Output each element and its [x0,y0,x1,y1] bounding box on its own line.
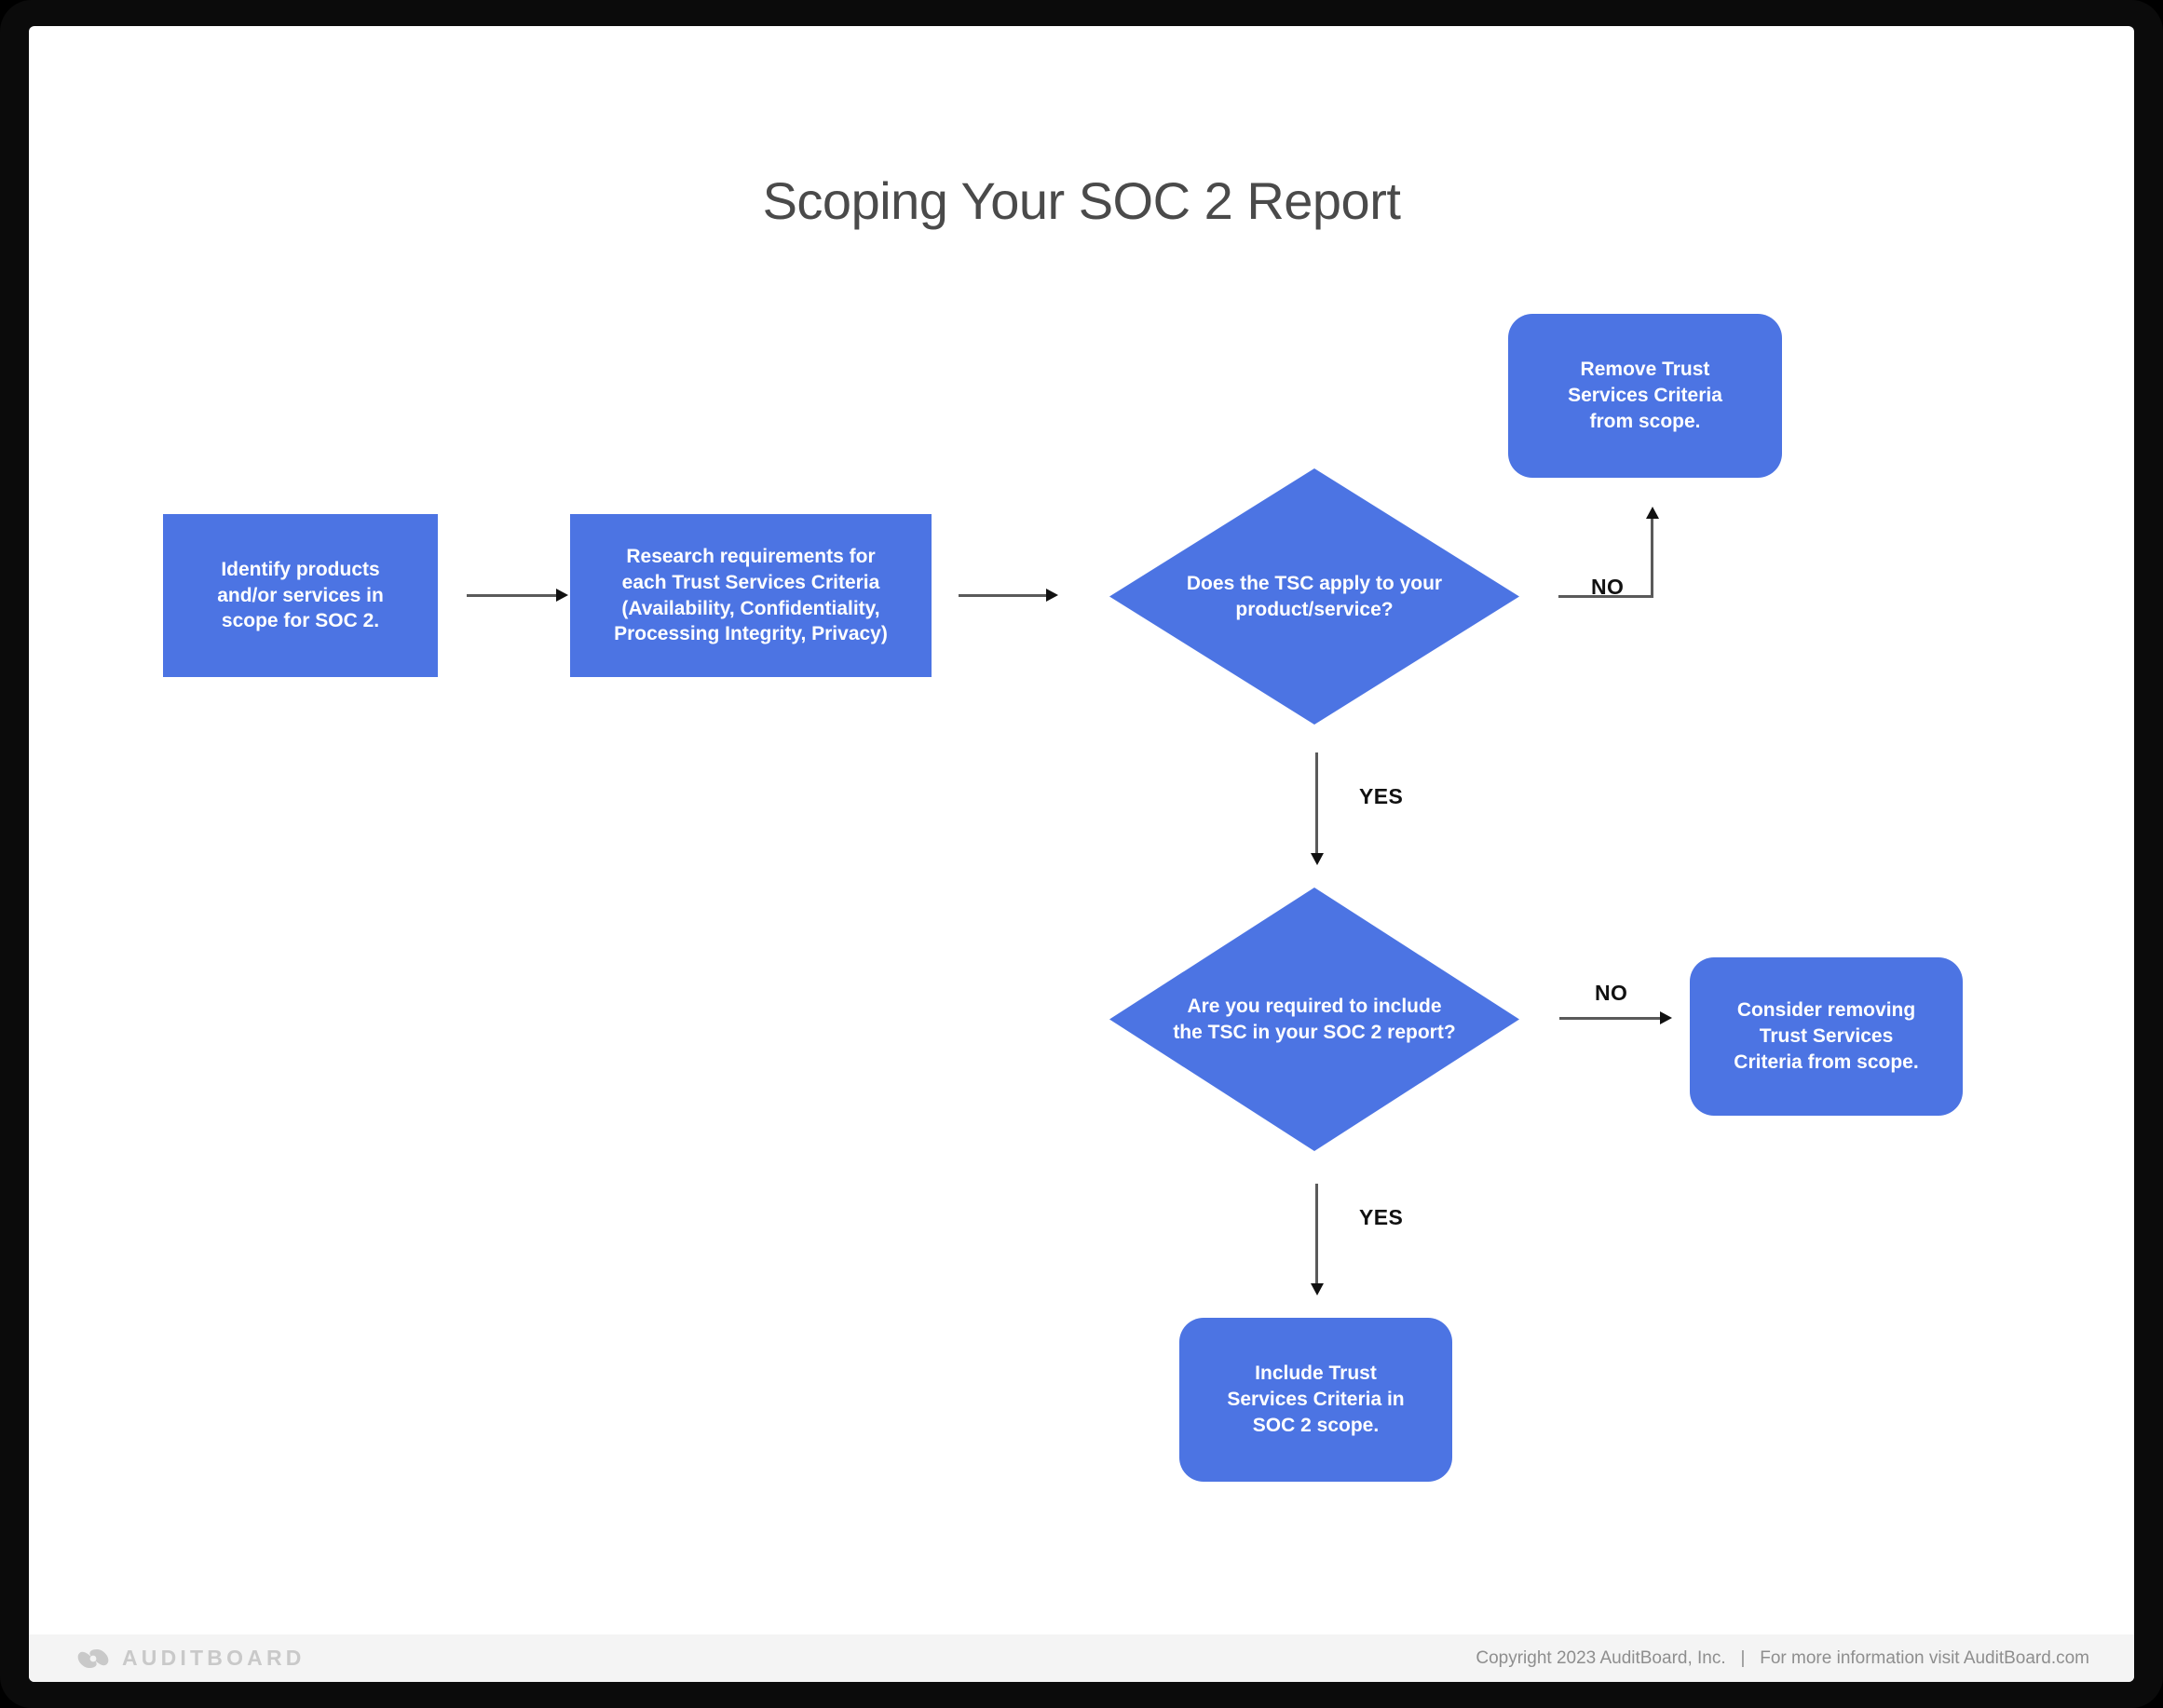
connector-d2-no-arrowhead [1660,1011,1672,1024]
node-identify-products-label: Identify products and/or services in sco… [217,558,384,632]
decision-required-include-label: Are you required to include the TSC in y… [1173,995,1456,1043]
node-research-requirements[interactable]: Research requirements for each Trust Ser… [570,514,932,677]
auditboard-lens-icon [77,1648,109,1668]
footer-copyright: Copyright 2023 AuditBoard, Inc. | For mo… [1476,1647,2089,1668]
node-consider-removing-label: Consider removing Trust Services Criteri… [1734,999,1919,1073]
node-remove-tsc[interactable]: Remove Trust Services Criteria from scop… [1508,314,1782,478]
edge-label-yes-bottom: YES [1359,1205,1404,1229]
connector-d1-no-vertical [1651,518,1653,598]
edge-label-yes-top: YES [1359,784,1404,808]
edge-label-no-top: NO [1591,575,1625,599]
node-consider-removing[interactable]: Consider removing Trust Services Criteri… [1690,957,1963,1116]
decision-tsc-apply-label: Does the TSC apply to your product/servi… [1186,572,1443,620]
connector-d1-no-horizontal [1558,595,1653,598]
node-include-tsc[interactable]: Include Trust Services Criteria in SOC 2… [1179,1318,1452,1482]
diagram-canvas: Scoping Your SOC 2 Report Identify produ… [29,26,2134,1682]
connector-d1-yes-arrowhead [1311,853,1324,865]
connector-d2-yes-arrowhead [1311,1283,1324,1295]
footer-bar: AUDITBOARD Copyright 2023 AuditBoard, In… [29,1634,2134,1682]
node-remove-tsc-label: Remove Trust Services Criteria from scop… [1568,359,1722,432]
connector-n1-n2-arrowhead [556,589,568,602]
node-include-tsc-label: Include Trust Services Criteria in SOC 2… [1227,1362,1405,1436]
auditboard-wordmark: AUDITBOARD [122,1646,306,1670]
auditboard-logo: AUDITBOARD [77,1646,306,1672]
connector-n2-d1-arrowhead [1046,589,1058,602]
node-identify-products[interactable]: Identify products and/or services in sco… [163,514,438,677]
page-title: Scoping Your SOC 2 Report [762,171,1401,230]
connector-d2-yes-vertical [1315,1184,1318,1286]
connector-d1-yes-vertical [1315,752,1318,855]
connector-n2-d1 [959,594,1048,597]
edge-label-no-bottom: NO [1595,981,1628,1005]
node-research-requirements-label: Research requirements for each Trust Ser… [614,546,888,645]
connector-d2-no-horizontal [1559,1017,1662,1020]
decision-tsc-apply[interactable]: Does the TSC apply to your product/servi… [1109,468,1519,725]
connector-d1-no-arrowhead [1646,507,1659,519]
connector-n1-n2 [467,594,558,597]
decision-required-include[interactable]: Are you required to include the TSC in y… [1109,888,1519,1151]
